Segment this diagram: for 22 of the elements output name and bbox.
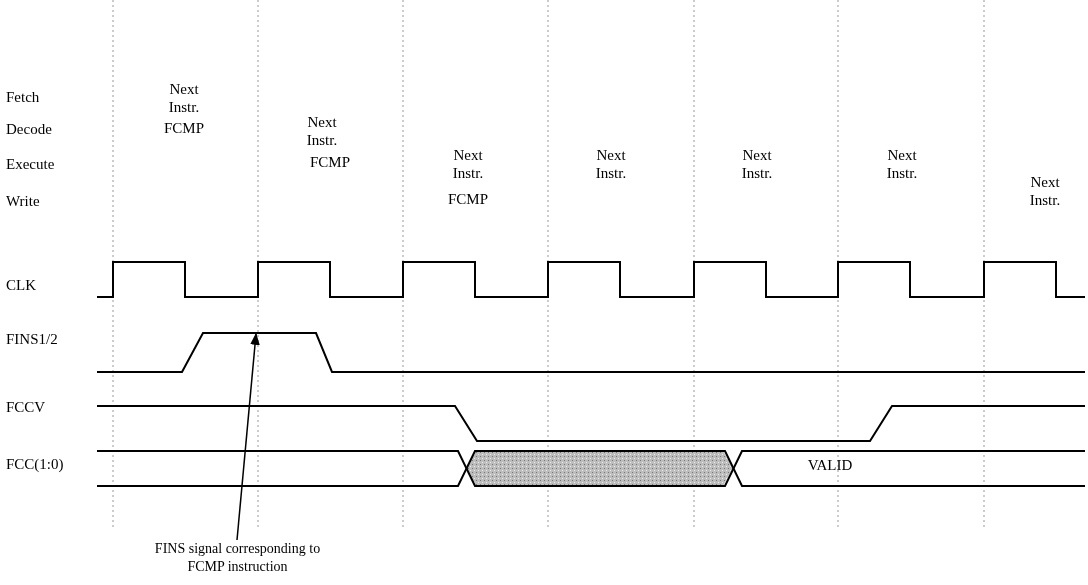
- text-label: Next Instr.: [306, 114, 338, 148]
- text-label: Next Instr.: [168, 81, 200, 115]
- text-label: FCMP: [164, 120, 204, 136]
- signal-label: Write: [6, 192, 40, 210]
- text-label: VALID: [807, 457, 853, 473]
- text-label: FCMP: [310, 154, 350, 170]
- signal-label: Execute: [6, 155, 55, 173]
- signal-label: Decode: [6, 120, 52, 138]
- fins-waveform: [96, 332, 1086, 373]
- signal-label: CLK: [6, 276, 36, 294]
- leader-line: [236, 332, 260, 541]
- signal-label: Fetch: [6, 88, 40, 106]
- annotation-text: FINS signal corresponding to FCMP instruction: [145, 540, 330, 576]
- text-label: FCMP: [448, 191, 488, 207]
- text-label: Next Instr.: [741, 147, 773, 181]
- text-label: Next Instr.: [452, 147, 484, 181]
- text-label: Next Instr.: [1029, 174, 1061, 208]
- signal-label: FCCV: [6, 398, 46, 416]
- text-label: Next Instr.: [595, 147, 627, 181]
- signal-label: FINS1/2: [6, 330, 58, 348]
- signal-label: FCC(1:0): [6, 455, 64, 473]
- text-label: Next Instr.: [886, 147, 918, 181]
